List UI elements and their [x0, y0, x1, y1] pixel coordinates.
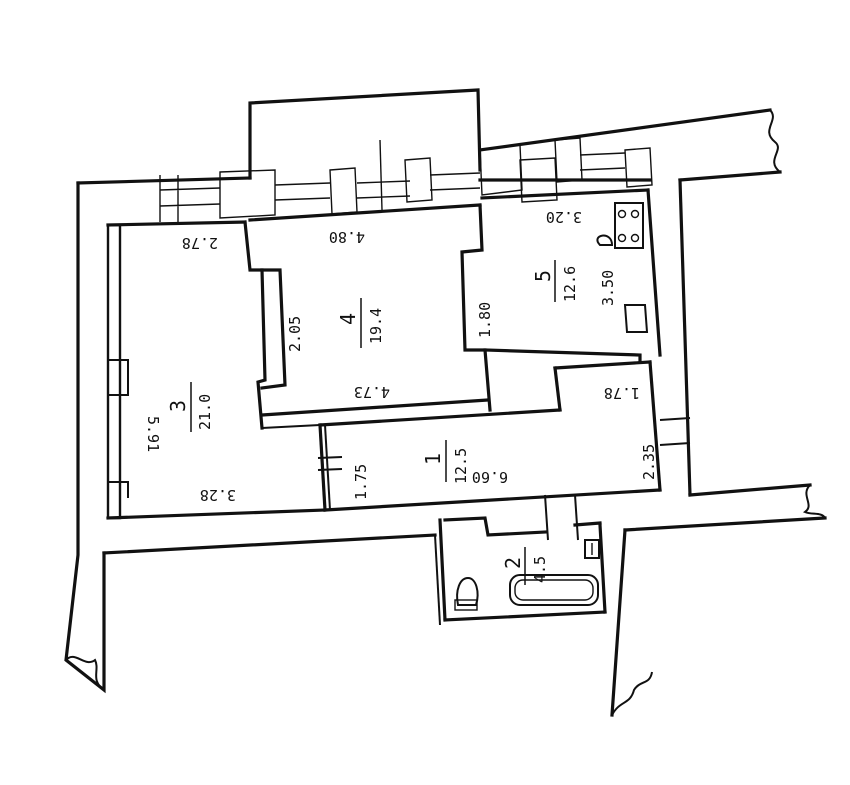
dim-room5-right: 3.50 — [599, 270, 617, 306]
interior-walls — [106, 188, 691, 626]
exterior-walls — [64, 88, 827, 717]
dim-hall-right: 2.35 — [640, 444, 658, 480]
washbasin-icon — [584, 539, 600, 559]
room-3-area: 21.0 — [196, 394, 214, 430]
dim-hall-bottom: 6.60 — [472, 468, 508, 486]
dim-room4-bottom: 4.73 — [354, 383, 390, 401]
dim-hall-left: 1.75 — [352, 464, 370, 500]
dim-room5-left: 1.80 — [476, 302, 494, 338]
room-1-number: 1 — [421, 453, 445, 465]
bathtub-icon — [509, 574, 599, 606]
toilet-icon — [454, 576, 479, 611]
dim-room5-top: 3.20 — [546, 208, 582, 226]
sink-icon — [596, 234, 614, 246]
room-2-label: 2 4.5 — [501, 547, 549, 585]
dim-room3-bottom: 3.28 — [200, 486, 236, 504]
room-4-area: 19.4 — [367, 308, 385, 344]
room-5-label: 5 12.6 — [531, 260, 579, 302]
room-3-number: 3 — [166, 400, 190, 412]
fixtures — [454, 202, 644, 611]
stove-icon — [614, 202, 644, 249]
room-4-number: 4 — [336, 313, 360, 325]
dim-room3-top: 2.78 — [182, 234, 218, 252]
dim-room4-top: 4.80 — [329, 228, 365, 246]
top-windows — [159, 137, 653, 222]
room-4-label: 4 19.4 — [336, 298, 385, 348]
dim-room4-side: 2.05 — [286, 316, 304, 352]
room-5-number: 5 — [531, 270, 555, 282]
room-1-area: 12.5 — [452, 448, 470, 484]
room-1-label: 1 12.5 — [421, 440, 470, 484]
room-2-number: 2 — [501, 557, 525, 569]
dim-room3-side: 5.91 — [144, 416, 162, 452]
room-2-area: 4.5 — [531, 556, 549, 583]
room-5-area: 12.6 — [561, 266, 579, 302]
room-3-label: 3 21.0 — [166, 382, 214, 432]
dim-hall-top: 1.78 — [604, 384, 640, 402]
